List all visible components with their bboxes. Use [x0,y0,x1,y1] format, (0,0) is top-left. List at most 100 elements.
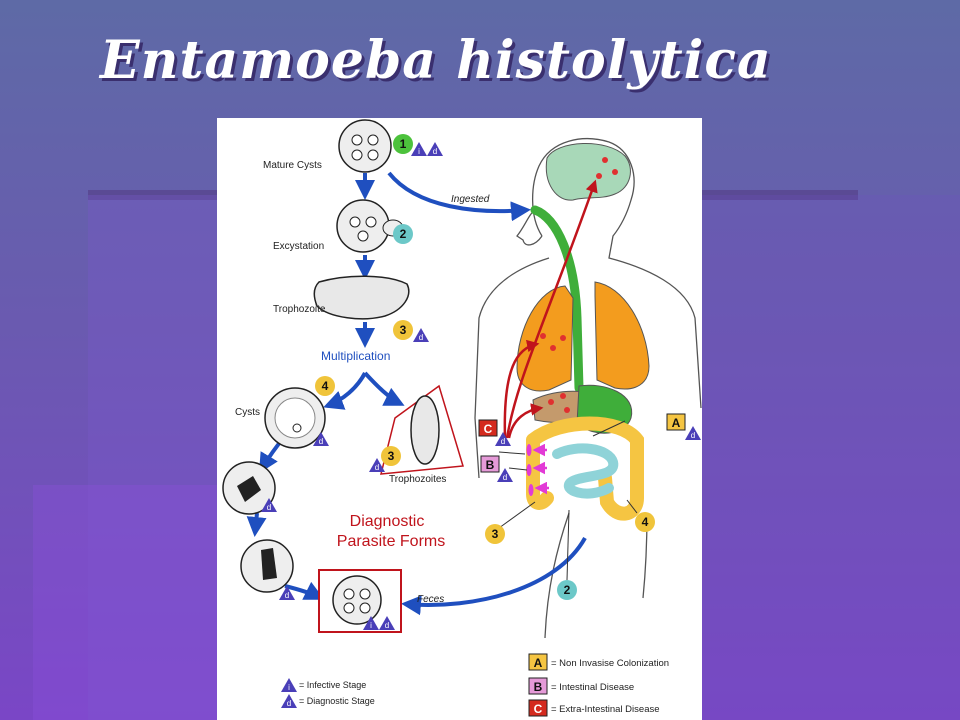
background-band [700,195,960,720]
large-intestine [526,416,644,521]
feces-cyst-drawing [318,569,402,633]
stage-label-excystation: Excystation [273,241,324,252]
triangle-i: i [418,147,420,156]
trophozoites-drawing [380,384,464,475]
diagnostic-triangle-A: d [685,426,701,440]
stage-2-number: 2 [564,583,571,597]
legend-A-letter: A [534,656,543,670]
intestinal-lesion-dots [526,444,534,496]
marker-A-letter: A [672,416,681,430]
triangle-d: d [433,147,437,156]
diagnostic-triangle-immature2: d [279,586,295,600]
stage-label-trophozoite: Trophozoite [273,304,326,315]
infective-triangle-feces: i [363,616,379,630]
diagnostic-triangle-stage1: d [427,142,443,156]
triangle-d: d [501,437,505,446]
stage-4-number: 4 [642,515,649,529]
liver-lesion-dots [548,393,570,413]
diagnostic-forms-label-line2: Parasite Forms [337,533,445,550]
background-band [88,195,218,720]
blood-to-liver-arrow [507,403,544,439]
stage-3-colon-marker: 3 [485,524,505,544]
stage-1-number: 1 [400,137,407,151]
triangle-d: d [375,463,379,472]
stage-3-trophozoites-marker: 3 [381,446,401,466]
background-band [33,485,218,720]
diagnostic-triangle-B: d [497,468,513,482]
triangle-d: d [385,621,389,630]
life-cycle-figure: Mature Cysts Excystation Trophozoite Mul… [217,118,702,720]
legend-B-label: = Intestinal Disease [551,682,634,693]
legend-diagnostic-label: = Diagnostic Stage [299,696,375,706]
marker-C-letter: C [484,422,493,436]
triangle-d: d [503,473,507,482]
triangle-d: d [319,437,323,446]
stage-2-feces-marker: 2 [557,580,577,600]
stage-2-marker: 2 [393,224,413,244]
diagnostic-triangle-stage3: d [413,328,429,342]
lung-lesion-dots [540,333,566,351]
stage-1-marker: 1 [393,134,413,154]
triangle-i: i [288,683,290,692]
small-intestine [552,443,619,499]
stage-2-number: 2 [400,227,407,241]
triangle-d: d [285,591,289,600]
legend-C-item: C = Extra-Intestinal Disease [528,699,660,717]
stage-label-multiplication: Multiplication [321,349,390,363]
flow-label-feces: Feces [417,594,444,605]
legend-A-item: A = Non Invasise Colonization [528,653,669,671]
triangle-d: d [287,699,291,708]
legend-infective-label: = Infective Stage [299,680,366,690]
diagnostic-triangle-trophozoites: d [369,458,385,472]
blood-to-brain-arrow [505,179,598,439]
cyst-drawing [264,387,326,449]
feces-arrow [401,537,587,616]
stage-label-mature-cysts: Mature Cysts [263,160,322,171]
triangle-d: d [419,333,423,342]
marker-B-letter: B [486,458,495,472]
ingested-arrow [387,171,531,222]
stage-4-number: 4 [322,379,329,393]
brain-lesion-dots [596,157,618,179]
diagnostic-triangle-feces: d [379,616,395,630]
legend-A-label: = Non Invasise Colonization [551,658,669,669]
right-lung [594,281,650,390]
excystation-drawing [336,199,404,253]
flow-label-ingested: Ingested [451,194,490,205]
diagnostic-forms-label-line1: Diagnostic [350,513,425,530]
legend-diagnostic-item: d = Diagnostic Stage [281,694,375,708]
invasion-arrows [532,443,549,495]
triangle-d: d [691,431,695,440]
diagnostic-triangle-immature1: d [261,498,277,512]
marker-B-box: B [480,455,500,473]
legend-C-label: = Extra-Intestinal Disease [551,704,660,715]
stage-label-trophozoites: Trophozoites [389,474,446,485]
slide-title: Entamoeba histolytica [100,30,772,91]
diagnostic-triangle-C: d [495,432,511,446]
stage-4-marker: 4 [315,376,335,396]
marker-C-box: C [478,419,498,437]
lead-lines [498,420,638,581]
legend-B-item: B = Intestinal Disease [528,677,634,695]
legend-B-letter: B [534,680,543,694]
marker-A-box: A [666,413,686,431]
mature-cyst-drawing [338,119,392,173]
diagnostic-triangle-cysts: d [313,432,329,446]
stage-3-number: 3 [388,449,395,463]
infective-triangle-stage1: i [411,142,427,156]
stage-4-colon-marker: 4 [635,512,655,532]
immature-cyst-drawing-2 [240,539,294,593]
stage-3-number: 3 [492,527,499,541]
left-lung [516,285,574,392]
stage-3-number: 3 [400,323,407,337]
triangle-i: i [370,621,372,630]
stage-3-marker: 3 [393,320,413,340]
blood-to-lung-arrow [503,339,540,439]
triangle-d: d [267,503,271,512]
esophagus [530,205,584,393]
stage-label-cysts: Cysts [235,407,260,418]
legend-C-letter: C [534,702,543,716]
brain-organ [545,143,631,201]
trophozoite-drawing [313,275,410,320]
legend-infective-item: i = Infective Stage [281,678,366,692]
